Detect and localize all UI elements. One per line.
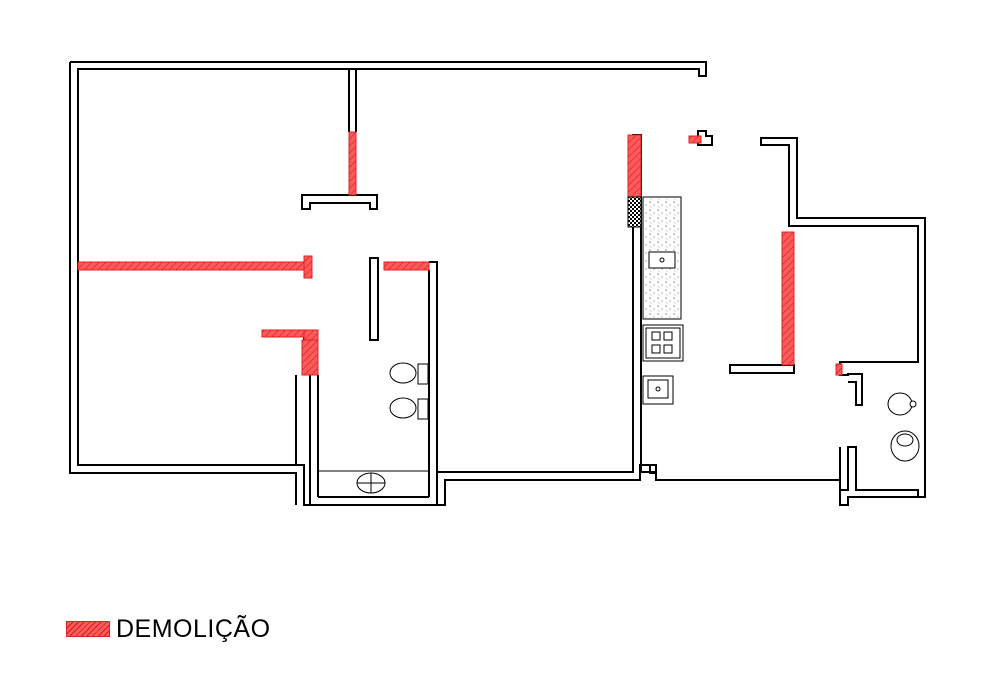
toilet-icon — [389, 362, 429, 385]
demolition-wall-9 — [688, 135, 702, 144]
toilet-icon-2 — [890, 430, 920, 462]
wall-t-stub — [301, 194, 378, 210]
demolition-walls — [77, 131, 843, 376]
wall-kitchen-stub — [729, 364, 795, 374]
bathroom2-fixtures — [887, 392, 920, 462]
demolition-wall-5 — [303, 329, 319, 341]
sink-icon — [648, 251, 676, 269]
demolition-swatch — [66, 621, 110, 637]
wall-bath1-right — [428, 261, 438, 505]
laundry-sink-icon — [642, 375, 674, 405]
wall-bath1-left — [369, 257, 379, 341]
wall-interior-vertical — [348, 69, 357, 132]
wall-kitchen-top-stub — [697, 130, 713, 146]
wall-bath-right-2 — [839, 446, 919, 497]
wall-bottom-mid — [437, 137, 926, 506]
granite-strip — [627, 196, 642, 228]
demolition-wall-2 — [77, 261, 305, 271]
demolition-wall-1 — [348, 131, 357, 196]
demolition-wall-8 — [627, 134, 642, 198]
demolition-wall-3 — [303, 255, 313, 279]
floor-drain-icon — [356, 472, 386, 494]
stove-icon — [642, 324, 684, 362]
demolition-wall-4 — [261, 329, 305, 338]
legend: DEMOLIÇÃO — [66, 614, 271, 644]
demolition-wall-10 — [781, 231, 795, 366]
wall-bath-right — [839, 361, 863, 406]
outer-wall-left-outer — [69, 62, 297, 505]
outer-wall-left-block — [70, 61, 707, 506]
bidet-icon — [389, 397, 429, 420]
demolition-wall-7 — [383, 261, 430, 271]
kitchen-fixtures — [627, 196, 684, 405]
walls — [69, 61, 926, 506]
demolition-wall-6 — [301, 339, 319, 376]
legend-label: DEMOLIÇÃO — [116, 614, 271, 643]
bathroom1-fixtures — [356, 362, 429, 494]
demolition-wall-11 — [835, 363, 843, 376]
bidet-icon-2 — [887, 392, 917, 416]
wall-bath1-bottom — [309, 375, 429, 505]
